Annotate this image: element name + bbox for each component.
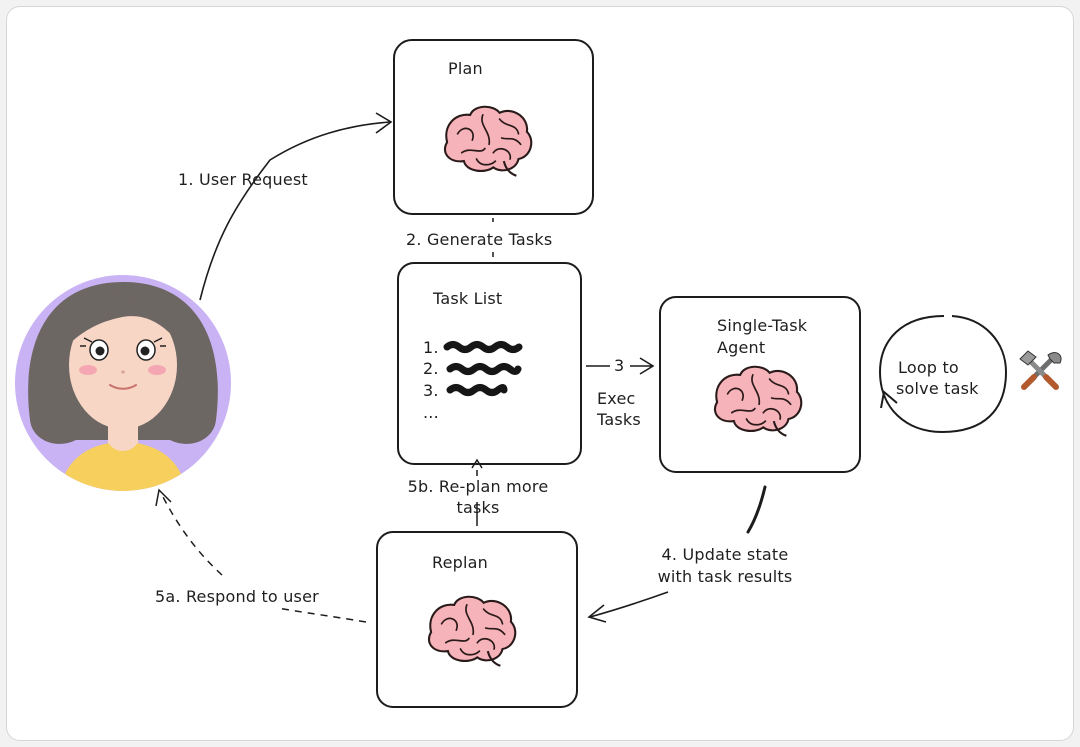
- tools-icon: [1019, 350, 1062, 390]
- update-state-arrow: [589, 591, 669, 618]
- task-item-more: ...: [423, 403, 439, 422]
- respond-arrow-upper: [161, 494, 223, 576]
- update-state-label-line2: with task results: [657, 567, 793, 586]
- replan-arrowhead: [471, 458, 483, 469]
- task-list-box: [397, 262, 582, 465]
- user-request-arrow: [199, 121, 391, 301]
- loop-arrowhead: [880, 390, 898, 409]
- update-state-line: [746, 485, 767, 534]
- task-item-2-scribble: [446, 363, 522, 375]
- update-state-label-line1: 4. Update state: [661, 545, 789, 564]
- loop-label-line2: solve task: [896, 379, 979, 398]
- loop-circle: [878, 315, 1008, 434]
- replan-more-label-line1: 5b. Re-plan more: [407, 477, 549, 496]
- agent-title-line2: Agent: [717, 338, 766, 357]
- task-item-3-number: 3.: [423, 381, 439, 400]
- respond-arrow-lower: [277, 607, 367, 623]
- user-request-label: 1. User Request: [178, 170, 308, 189]
- respond-arrowhead: [155, 488, 172, 507]
- plan-title: Plan: [448, 59, 483, 78]
- exec-label-line2: Tasks: [597, 410, 641, 429]
- task-item-3-scribble: [446, 384, 508, 396]
- task-item-1-number: 1.: [423, 338, 439, 357]
- generate-tasks-label: 2. Generate Tasks: [406, 230, 553, 249]
- update-state-arrowhead: [587, 604, 607, 623]
- task-list-title: Task List: [433, 289, 503, 308]
- replan-more-label-line2: tasks: [456, 498, 500, 517]
- exec-arrowhead: [630, 357, 655, 375]
- user-avatar: [15, 275, 231, 491]
- agent-title-line1: Single-Task: [717, 316, 808, 335]
- loop-label-line1: Loop to: [898, 358, 959, 377]
- user-request-arrowhead: [375, 112, 393, 134]
- replan-title: Replan: [432, 553, 488, 572]
- task-item-2-number: 2.: [423, 359, 439, 378]
- respond-label: 5a. Respond to user: [155, 587, 319, 606]
- exec-label-line1: Exec: [597, 389, 636, 408]
- exec-step-number: 3: [614, 356, 625, 375]
- task-item-1-scribble: [443, 341, 523, 353]
